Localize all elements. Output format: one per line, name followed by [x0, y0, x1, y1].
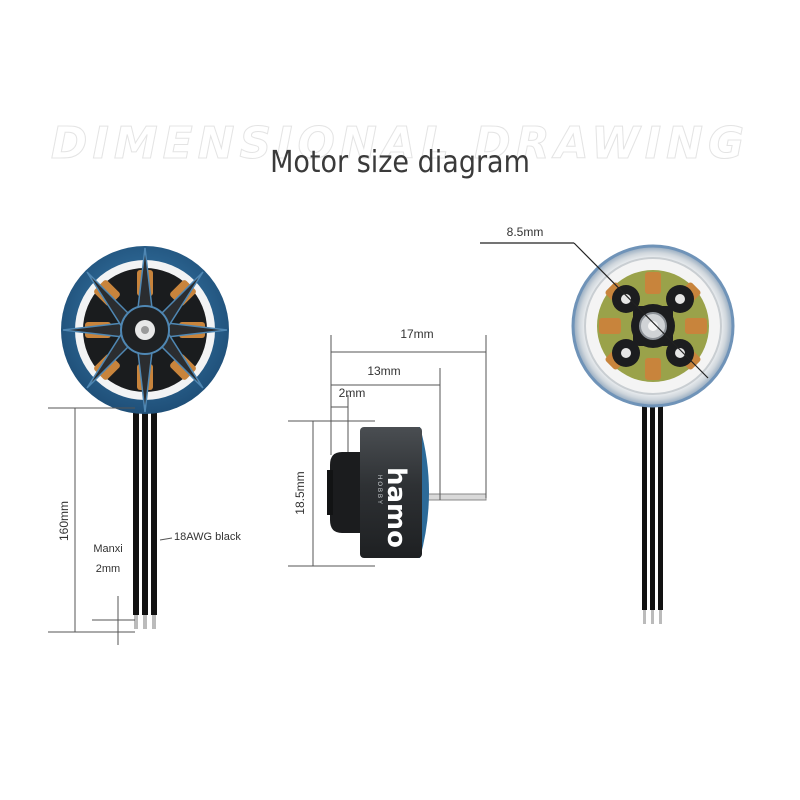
side-view-motor [327, 427, 487, 558]
back-view-motor [571, 244, 735, 624]
brand-sub-text: HOBBY [376, 475, 382, 506]
front-dimension-lines [48, 407, 173, 645]
diagram-title: Motor size diagram [270, 145, 530, 180]
flange-thickness-label: 2mm [339, 386, 366, 400]
back-lead-wires [642, 380, 663, 624]
manxi-size-label: 2mm [96, 563, 120, 575]
brand-logo-text: hamo [381, 467, 411, 548]
diameter-label: 18.5mm [293, 471, 307, 514]
motor-shaft [427, 493, 487, 501]
hole-spacing-label: 8.5mm [507, 225, 544, 239]
watermark-text: DIMENSIONAL DRAWING [50, 118, 750, 170]
body-length-label: 13mm [367, 364, 400, 378]
wire-gauge-label: 18AWG black [174, 531, 241, 543]
side-dimension-lines [288, 335, 487, 567]
overall-length-label: 17mm [400, 327, 433, 341]
back-dimension-lines [480, 242, 709, 379]
front-lead-wires [133, 405, 157, 629]
manxi-label: Manxi [93, 543, 122, 555]
motor-body [360, 427, 422, 558]
front-star-spokes [62, 247, 228, 413]
lead-length-label: 160mm [57, 501, 71, 541]
motor-base-mount [330, 452, 360, 533]
front-view-motor [61, 246, 229, 629]
